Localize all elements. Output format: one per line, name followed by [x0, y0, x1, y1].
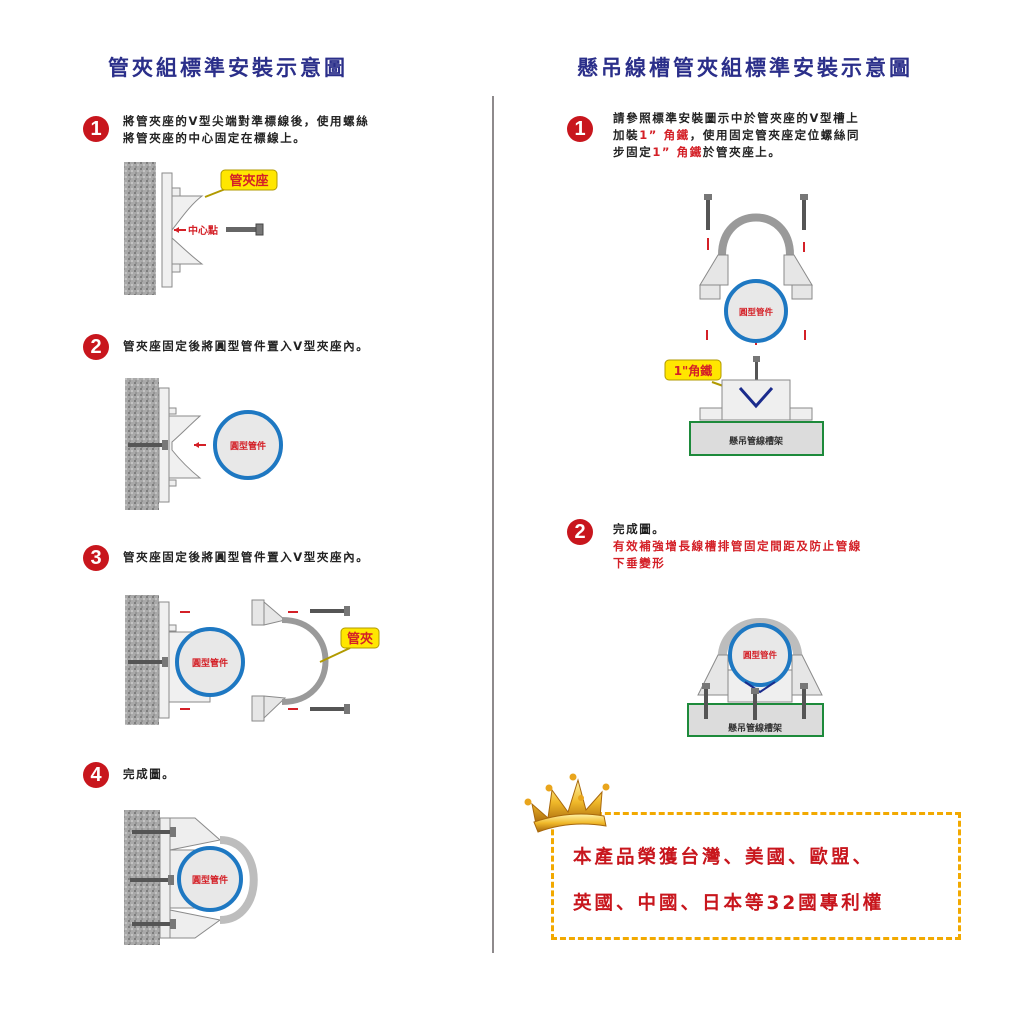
text-line: 請參照標準安裝圖示中於管夾座的V型槽上	[613, 111, 860, 125]
pipe-circle	[175, 627, 245, 697]
callout-clamp: 管夾	[319, 627, 380, 663]
right-title: 懸吊線槽管夾組標準安裝示意圖	[577, 56, 913, 80]
pipe-label: 圓型管件	[743, 650, 778, 661]
text-highlight: 1” 角鐵	[652, 145, 703, 159]
step-badge-3: 3	[83, 545, 109, 571]
center-point-label: 中心點	[188, 224, 218, 237]
right-step2-text: 完成圖。 有效補強增長線槽排管固定間距及防止管線 下垂變形	[613, 521, 862, 572]
text-line: 加裝1” 角鐵，使用固定管夾座定位螺絲同	[613, 127, 860, 144]
text-line: 將管夾座的V型尖端對準標線後，使用螺絲	[123, 114, 370, 128]
step-number: 4	[90, 763, 102, 786]
screw-icon	[310, 606, 350, 714]
pipe-label: 圓型管件	[739, 307, 774, 318]
step-badge-4: 4	[83, 762, 109, 788]
left-step1-text: 將管夾座的V型尖端對準標線後，使用螺絲 將管夾座的中心固定在標線上。	[123, 113, 369, 147]
clamp-u	[251, 599, 329, 722]
step-number: 1	[574, 117, 586, 140]
right-step1-text: 請參照標準安裝圖示中於管夾座的V型槽上 加裝1” 角鐵，使用固定管夾座定位螺絲同…	[613, 110, 860, 161]
callout-angle-iron: 1"角鐵	[664, 359, 741, 393]
screw-icon	[704, 194, 808, 230]
left-step2-text: 管夾座固定後將圓型管件置入V型夾座內。	[123, 339, 370, 353]
screw-icon	[753, 356, 760, 386]
step-badge-2: 2	[567, 519, 593, 545]
step-number: 3	[90, 546, 102, 569]
angle-iron-icon	[744, 681, 776, 694]
right-step1-diagram: 圓型管件 1"角鐵 懸吊管線槽架	[664, 194, 824, 456]
step-badge-1: 1	[567, 116, 593, 142]
pipe-label: 圓型管件	[192, 657, 228, 669]
pipe-label: 圓型管件	[230, 440, 266, 452]
text-segment: 於管夾座上。	[702, 145, 782, 159]
crown-icon	[524, 773, 610, 833]
step-number: 1	[90, 117, 102, 140]
left-step3-diagram: 圓型管件 管夾	[125, 595, 380, 725]
callout-label: 管夾	[347, 631, 373, 647]
left-title: 管夾組標準安裝示意圖	[108, 56, 348, 80]
column-divider	[492, 96, 494, 953]
tray-label: 懸吊管線槽架	[729, 435, 783, 447]
note-line: 有效補強增長線槽排管固定間距及防止管線	[613, 539, 862, 553]
left-step2-diagram: 圓型管件	[125, 378, 283, 510]
step-badge-1: 1	[83, 116, 109, 142]
text-line: 步固定1” 角鐵於管夾座上。	[613, 144, 860, 161]
text-segment: 步固定	[613, 145, 653, 159]
callout-label: 管夾座	[229, 173, 268, 189]
step-number: 2	[90, 335, 102, 358]
pipe-circle	[728, 623, 792, 687]
left-step4-text: 完成圖。	[123, 767, 176, 781]
clamp-base	[161, 172, 204, 288]
text-line: 將管夾座的中心固定在標線上。	[123, 131, 307, 145]
left-step3-text: 管夾座固定後將圓型管件置入V型夾座內。	[123, 550, 370, 564]
note-line: 下垂變形	[613, 556, 666, 570]
left-step1-diagram: 管夾座 中心點	[124, 162, 278, 295]
left-step4-diagram: 圓型管件	[124, 810, 258, 945]
text-segment: ，使用固定管夾座定位螺絲同	[689, 128, 861, 142]
callout-clamp-base: 管夾座	[204, 169, 278, 198]
angle-iron-icon	[738, 387, 774, 409]
award-line-1: 本產品榮獲台灣、美國、歐盟、	[573, 847, 875, 868]
tray-label: 懸吊管線槽架	[728, 722, 782, 734]
cable-tray	[689, 421, 824, 456]
award-line-2: 英國、中國、日本等32國專利權	[573, 893, 885, 914]
pipe-circle	[724, 279, 788, 343]
screw-icon	[128, 657, 168, 667]
step-number: 2	[574, 520, 586, 543]
screw-icon	[128, 440, 168, 450]
pipe-circle	[177, 846, 243, 912]
step-badge-2: 2	[83, 334, 109, 360]
clamp-u	[699, 213, 813, 300]
text-highlight: 1” 角鐵	[639, 128, 690, 142]
right-step2-diagram: 圓型管件 懸吊管線槽架	[687, 618, 824, 737]
text-line: 完成圖。	[613, 522, 666, 536]
screw-icon	[702, 683, 808, 720]
callout-label: 1"角鐵	[674, 363, 713, 378]
wall	[124, 162, 156, 295]
screw-icon	[226, 223, 264, 236]
screw-icon	[130, 827, 176, 929]
patent-award-box	[551, 812, 961, 940]
pipe-label: 圓型管件	[192, 874, 228, 886]
pipe-circle	[213, 410, 283, 480]
red-arrows	[180, 611, 298, 710]
text-segment: 加裝	[613, 128, 640, 142]
clamp-base	[699, 379, 813, 421]
